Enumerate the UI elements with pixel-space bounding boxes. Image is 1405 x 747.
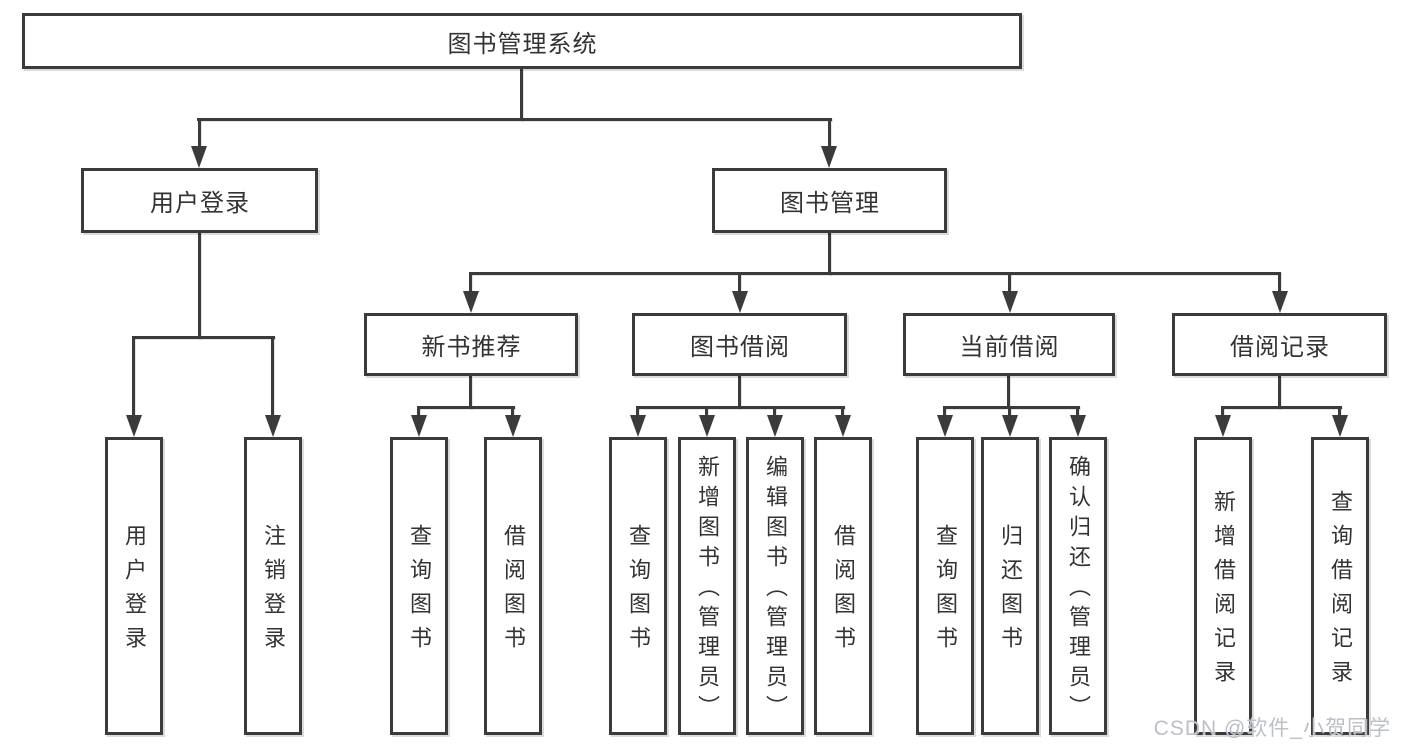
arrow-down-icon (1215, 415, 1231, 437)
leaf-borrow-book-1: 借阅图书 (484, 437, 542, 735)
connector-vline (705, 406, 708, 418)
arrow-down-icon (821, 146, 837, 168)
node-label: 借阅图书 (501, 524, 526, 660)
connector-vline (738, 376, 741, 409)
arrow-down-icon (411, 415, 427, 437)
node-label: 借阅记录 (1230, 334, 1330, 361)
arrow-down-icon (126, 415, 142, 437)
node-label: 归还图书 (998, 524, 1023, 660)
connector-vline (1221, 406, 1224, 418)
leaf-logout: 注销登录 (244, 437, 302, 735)
node-borrow-record: 借阅记录 (1172, 313, 1387, 376)
node-label: 图书借阅 (690, 334, 790, 361)
connector-vline (198, 118, 201, 148)
connector-vline (636, 406, 639, 418)
connector-vline (469, 376, 472, 409)
node-book-management: 图书管理 (712, 168, 947, 233)
connector-vline (520, 69, 523, 121)
node-label: 新增图书（管理员） (695, 455, 720, 725)
leaf-add-borrow-record: 新增借阅记录 (1194, 437, 1252, 735)
connector-hline (469, 272, 1281, 275)
arrow-down-icon (937, 415, 953, 437)
arrow-down-icon (699, 415, 715, 437)
node-label: 查询图书 (407, 524, 432, 660)
node-label: 注销登录 (261, 524, 286, 660)
node-label: 编辑图书（管理员） (763, 455, 788, 725)
connector-vline (1008, 406, 1011, 418)
connector-vline (738, 272, 741, 294)
connector-hline (636, 406, 845, 409)
connector-hline (1221, 406, 1342, 409)
node-label: 用户登录 (150, 190, 250, 217)
node-user-login: 用户登录 (81, 168, 318, 233)
leaf-borrow-book-2: 借阅图书 (814, 437, 872, 735)
connector-vline (271, 336, 274, 416)
connector-vline (828, 118, 831, 148)
connector-vline (132, 336, 135, 416)
arrow-down-icon (191, 146, 207, 168)
connector-vline (841, 406, 844, 418)
leaf-add-book-admin: 新增图书（管理员） (678, 437, 736, 735)
node-new-book-recommend: 新书推荐 (364, 313, 578, 376)
connector-vline (1338, 406, 1341, 418)
node-label: 确认归还（管理员） (1066, 455, 1091, 725)
leaf-user-login: 用户登录 (105, 437, 163, 735)
arrow-down-icon (1272, 291, 1288, 313)
node-label: 借阅图书 (831, 524, 856, 660)
arrow-down-icon (732, 291, 748, 313)
connector-vline (1278, 376, 1281, 409)
node-root: 图书管理系统 (22, 13, 1022, 69)
connector-vline (1008, 272, 1011, 294)
leaf-query-book-3: 查询图书 (916, 437, 974, 735)
arrow-down-icon (1002, 291, 1018, 313)
connector-vline (417, 406, 420, 418)
connector-vline (1076, 406, 1079, 418)
leaf-query-book-1: 查询图书 (390, 437, 448, 735)
leaf-query-book-2: 查询图书 (609, 437, 667, 735)
arrow-down-icon (630, 415, 646, 437)
arrow-down-icon (835, 415, 851, 437)
leaf-edit-book-admin: 编辑图书（管理员） (746, 437, 804, 735)
arrow-down-icon (505, 415, 521, 437)
connector-vline (469, 272, 472, 294)
node-label: 当前借阅 (959, 334, 1060, 361)
node-label: 查询图书 (933, 524, 958, 660)
node-label: 查询图书 (626, 524, 651, 660)
connector-hline (197, 118, 832, 121)
connector-vline (773, 406, 776, 418)
node-label: 图书管理系统 (447, 30, 598, 58)
arrow-down-icon (463, 291, 479, 313)
arrow-down-icon (767, 415, 783, 437)
connector-vline (198, 233, 201, 339)
connector-hline (417, 406, 515, 409)
arrow-down-icon (265, 415, 281, 437)
connector-vline (511, 406, 514, 418)
node-book-borrow: 图书借阅 (632, 313, 847, 376)
node-label: 查询借阅记录 (1328, 490, 1353, 694)
arrow-down-icon (1002, 415, 1018, 437)
node-label: 新增借阅记录 (1211, 490, 1236, 694)
connector-hline (132, 336, 275, 339)
arrow-down-icon (1332, 415, 1348, 437)
connector-vline (1007, 376, 1010, 409)
node-label: 用户登录 (122, 524, 147, 660)
connector-vline (1278, 272, 1281, 294)
connector-hline (943, 406, 1080, 409)
node-label: 新书推荐 (421, 334, 522, 361)
arrow-down-icon (1070, 415, 1086, 437)
node-label: 图书管理 (780, 190, 880, 217)
csdn-watermark: CSDN @软件_小贺同学 (1153, 717, 1391, 740)
connector-vline (943, 406, 946, 418)
node-current-borrow: 当前借阅 (903, 313, 1115, 376)
connector-vline (828, 233, 831, 275)
leaf-confirm-return-admin: 确认归还（管理员） (1049, 437, 1107, 735)
leaf-query-borrow-record: 查询借阅记录 (1311, 437, 1369, 735)
leaf-return-book: 归还图书 (981, 437, 1039, 735)
